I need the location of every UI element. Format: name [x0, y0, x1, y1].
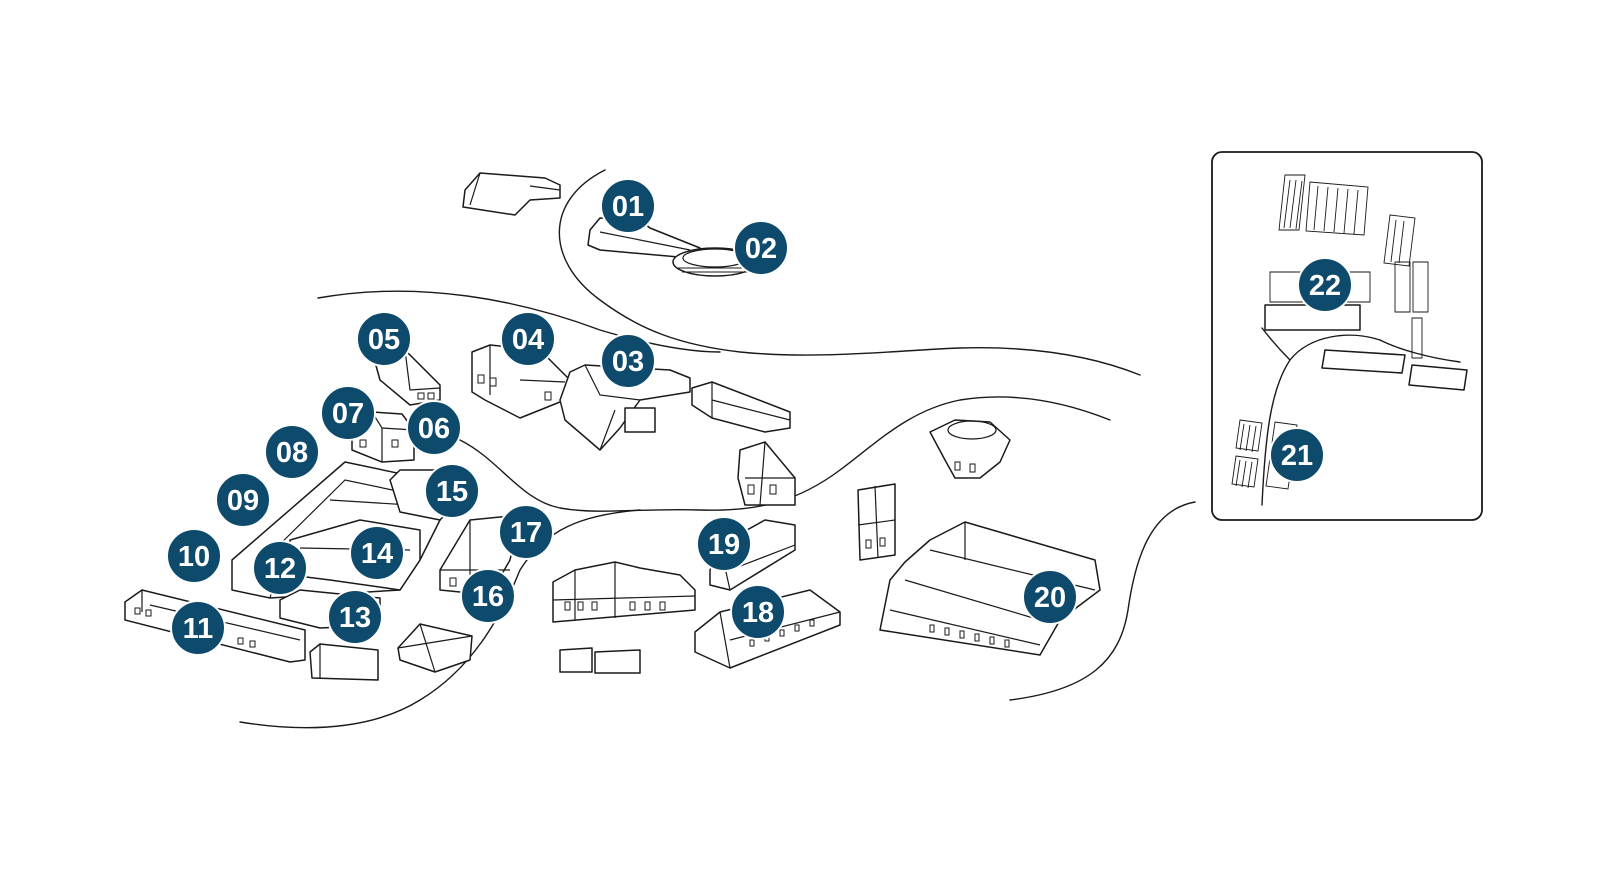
marker-label: 11: [183, 613, 214, 645]
marker-circle[interactable]: [170, 600, 226, 656]
marker-circle[interactable]: [1022, 569, 1078, 625]
building-central-hall: [552, 561, 696, 623]
inset-building-c: [1408, 364, 1468, 391]
marker-label: 04: [512, 324, 544, 356]
marker-circle[interactable]: [498, 504, 554, 560]
marker-circle[interactable]: [600, 333, 656, 389]
marker-label: 01: [612, 191, 644, 223]
marker-14[interactable]: 14: [349, 525, 405, 581]
road-upper-arc: [317, 290, 721, 353]
marker-10[interactable]: 10: [166, 528, 222, 584]
marker-circle[interactable]: [500, 311, 556, 367]
building-north-annex: [462, 172, 561, 216]
marker-13[interactable]: 13: [327, 589, 383, 645]
marker-circle[interactable]: [730, 584, 786, 640]
marker-circle[interactable]: [215, 472, 271, 528]
building-east-hall: [737, 441, 796, 506]
road-north-loop: [558, 169, 1141, 376]
marker-20[interactable]: 20: [1022, 569, 1078, 625]
marker-circle[interactable]: [1297, 257, 1353, 313]
road-east-curve: [1009, 501, 1196, 701]
marker-label: 18: [742, 597, 774, 629]
marker-circle[interactable]: [327, 589, 383, 645]
marker-label: 12: [264, 553, 296, 585]
marker-label: 06: [418, 413, 450, 445]
inset-map: [1211, 151, 1483, 521]
marker-label: 19: [708, 529, 740, 561]
marker-07[interactable]: 07: [320, 385, 376, 441]
marker-label: 02: [745, 233, 777, 265]
marker-16[interactable]: 16: [460, 568, 516, 624]
marker-circle[interactable]: [166, 528, 222, 584]
marker-04[interactable]: 04: [500, 311, 556, 367]
marker-03[interactable]: 03: [600, 333, 656, 389]
marker-label: 07: [332, 398, 364, 430]
marker-circle[interactable]: [356, 311, 412, 367]
marker-circle[interactable]: [406, 400, 462, 456]
marker-label: 09: [227, 485, 259, 517]
marker-label: 17: [510, 517, 542, 549]
marker-19[interactable]: 19: [696, 516, 752, 572]
marker-label: 14: [361, 538, 393, 570]
buildings: [124, 172, 1101, 681]
marker-circle[interactable]: [264, 424, 320, 480]
marker-01[interactable]: 01: [600, 178, 656, 234]
marker-18[interactable]: 18: [730, 584, 786, 640]
marker-05[interactable]: 05: [356, 311, 412, 367]
inset-building-b: [1321, 349, 1406, 374]
inset-road: [1261, 327, 1381, 506]
marker-21[interactable]: 21: [1269, 427, 1325, 483]
marker-label: 05: [368, 324, 400, 356]
marker-circle[interactable]: [733, 220, 789, 276]
marker-label: 16: [472, 581, 504, 613]
marker-15[interactable]: 15: [424, 463, 480, 519]
inset-solar-field: [1278, 174, 1416, 267]
marker-label: 13: [339, 602, 371, 634]
marker-08[interactable]: 08: [264, 424, 320, 480]
marker-22[interactable]: 22: [1297, 257, 1353, 313]
marker-label: 21: [1281, 440, 1313, 472]
marker-12[interactable]: 12: [252, 540, 308, 596]
marker-label: 03: [612, 346, 644, 378]
marker-circle[interactable]: [252, 540, 308, 596]
inset-frame: [1211, 151, 1483, 521]
marker-09[interactable]: 09: [215, 472, 271, 528]
marker-circle[interactable]: [600, 178, 656, 234]
marker-circle[interactable]: [1269, 427, 1325, 483]
marker-02[interactable]: 02: [733, 220, 789, 276]
marker-06[interactable]: 06: [406, 400, 462, 456]
marker-11[interactable]: 11: [170, 600, 226, 656]
marker-circle[interactable]: [424, 463, 480, 519]
marker-label: 15: [436, 476, 468, 508]
marker-17[interactable]: 17: [498, 504, 554, 560]
building-pyramid-house: [397, 623, 473, 673]
inset-small-stack: [1411, 317, 1423, 359]
marker-circle[interactable]: [460, 568, 516, 624]
building-13-annex: [309, 643, 379, 681]
marker-label: 10: [178, 541, 210, 573]
building-central-small: [559, 647, 641, 674]
marker-label: 20: [1034, 582, 1066, 614]
marker-circle[interactable]: [349, 525, 405, 581]
marker-circle[interactable]: [320, 385, 376, 441]
marker-circle[interactable]: [696, 516, 752, 572]
marker-label: 08: [276, 437, 308, 469]
marker-label: 22: [1309, 270, 1341, 302]
road-lower-curve: [239, 509, 641, 729]
